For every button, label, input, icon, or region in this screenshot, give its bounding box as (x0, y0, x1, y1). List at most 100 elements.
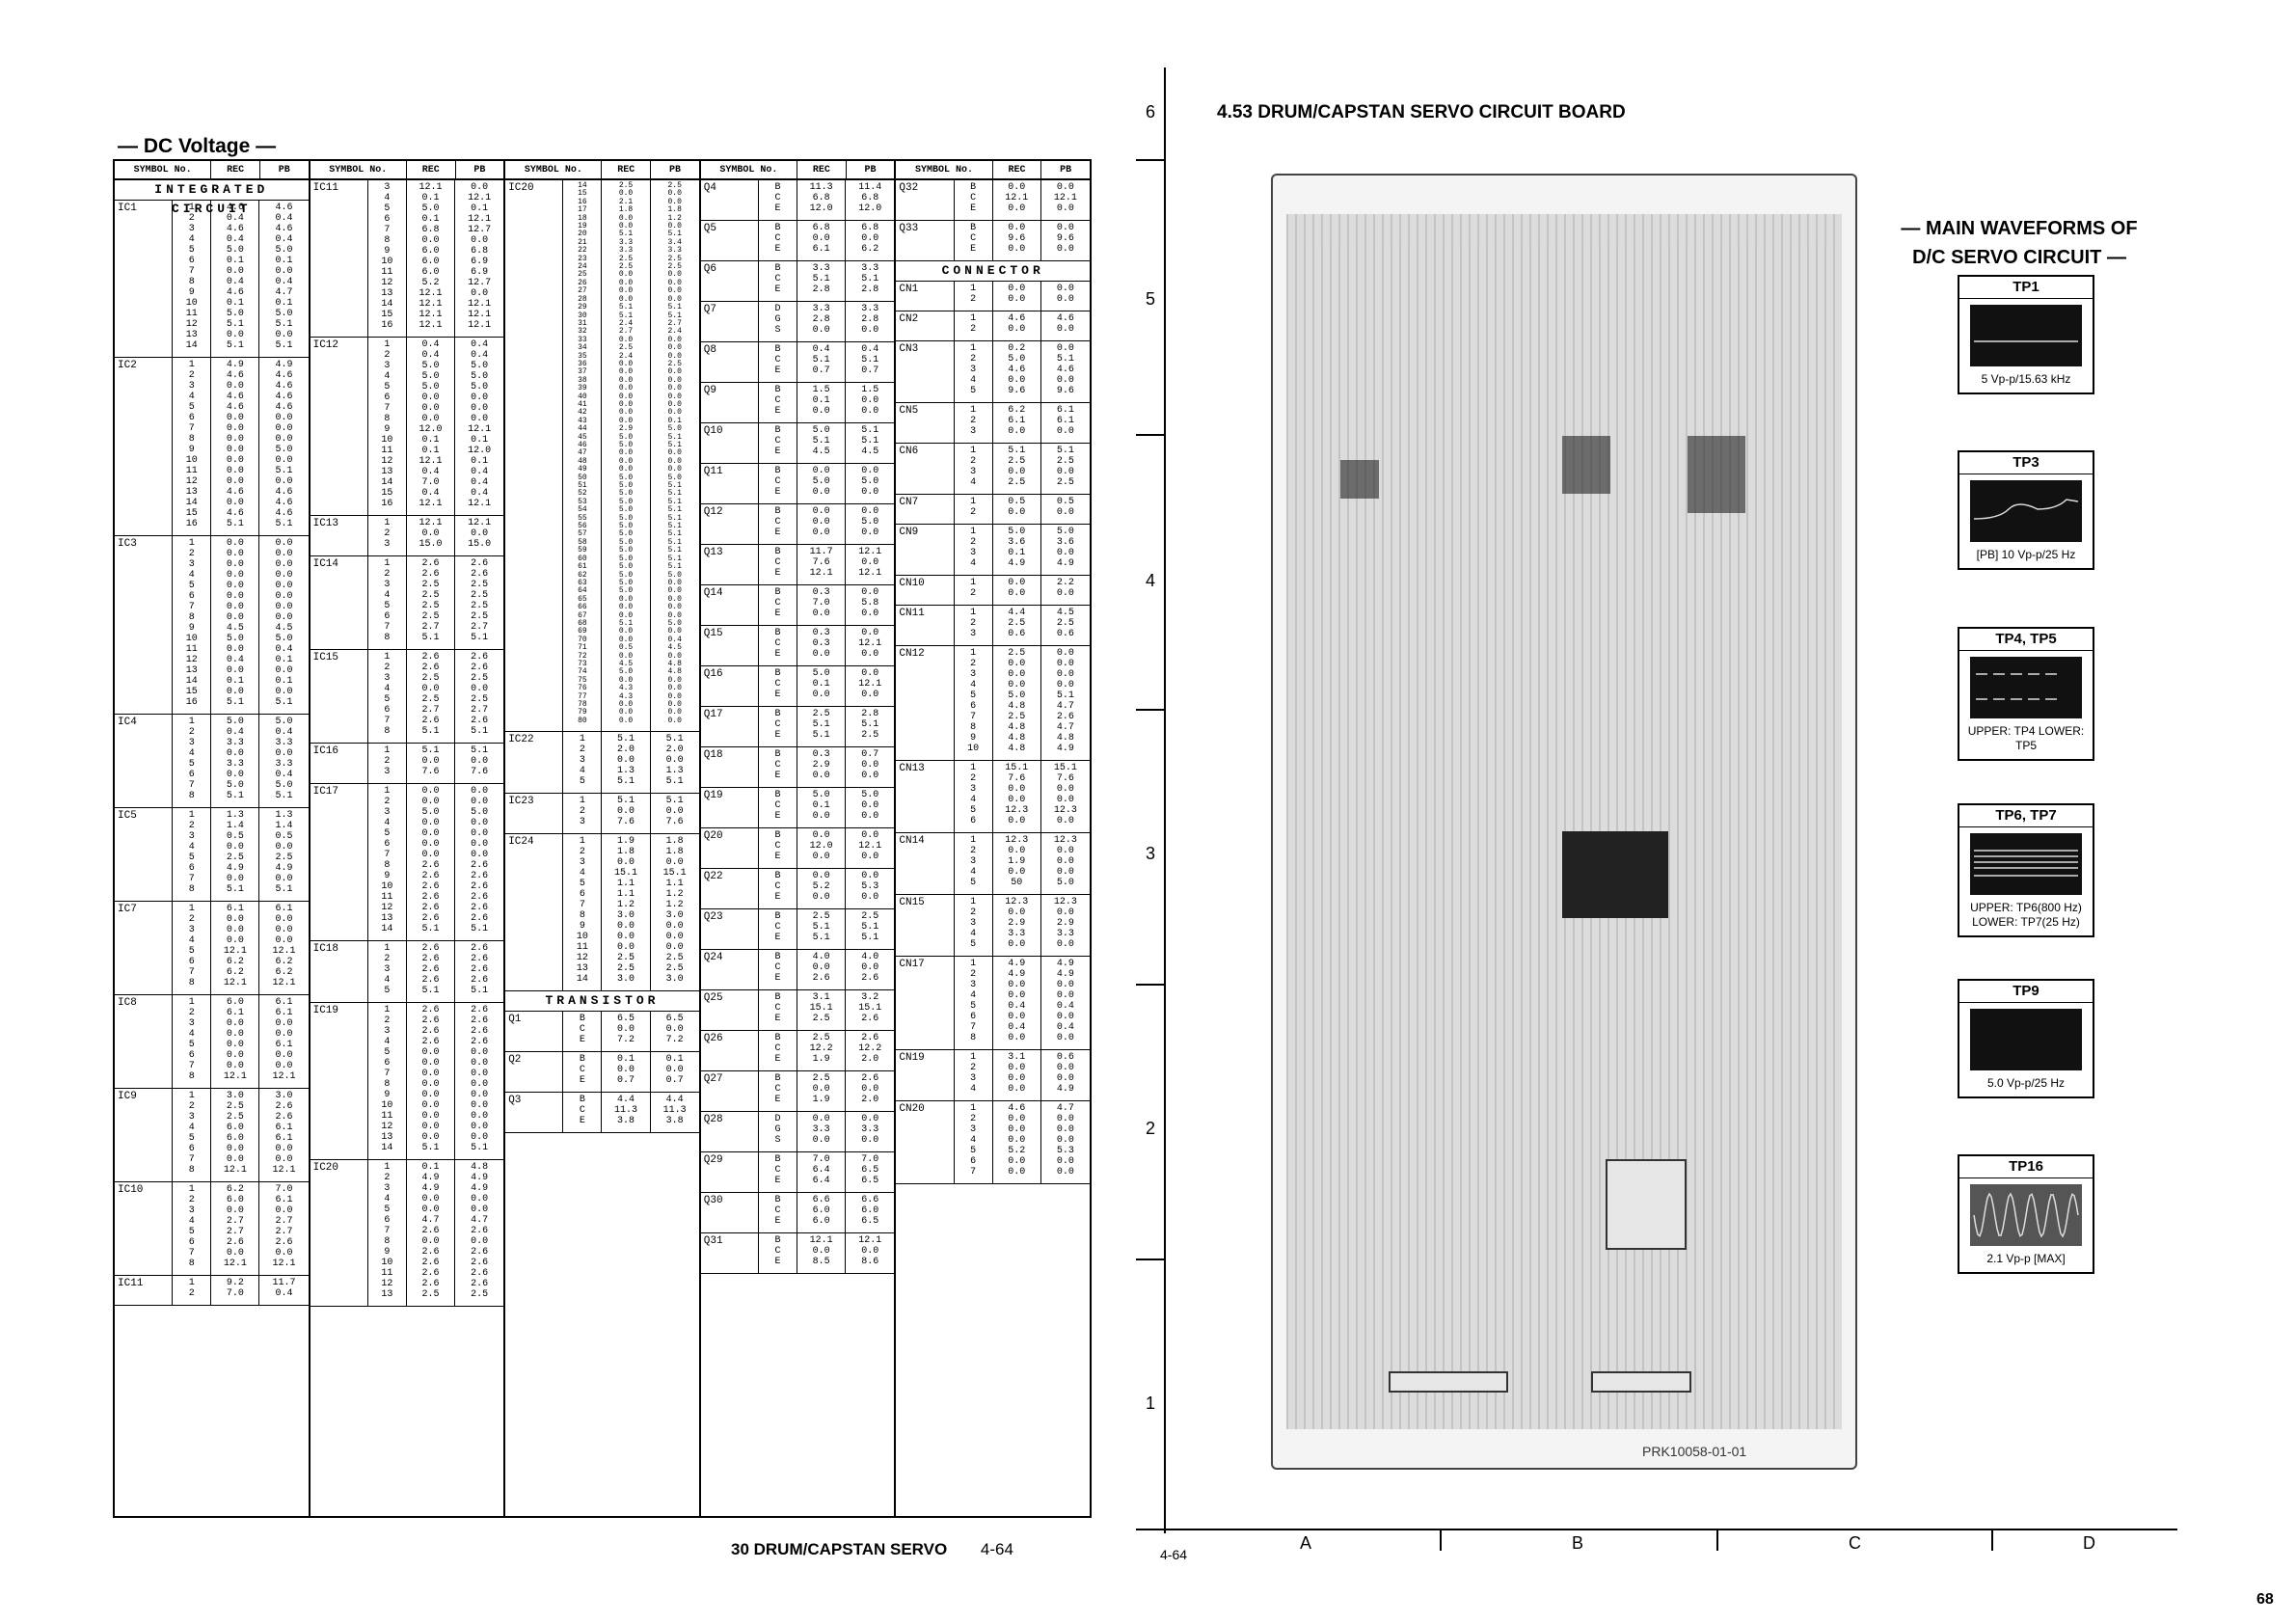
cell-pins: 4 (188, 570, 195, 581)
cell-pb: 4.9 (471, 1173, 489, 1183)
cell-pins: 8 (188, 1071, 195, 1082)
cell-rec: 6.0 (226, 997, 244, 1008)
cell-pins: 6 (384, 214, 391, 225)
cell-pb: 6.1 (275, 997, 293, 1008)
cell-pb: 0.4 (861, 344, 879, 355)
cell-pb: 6.5 (861, 1176, 879, 1186)
cell-pins: 9 (188, 623, 195, 634)
waveforms-title-line1: — MAIN WAVEFORMS OF (1901, 218, 2138, 239)
cell-rec: 0.0 (421, 850, 440, 860)
cell-rec: 9.6 (1008, 386, 1026, 396)
cell-pins: 2 (384, 797, 391, 807)
symbol-name: IC20 (311, 1160, 368, 1306)
cell-rec: 0.0 (1008, 1124, 1026, 1135)
cell-pins: C (774, 395, 781, 406)
cell-rec: 0.0 (421, 1058, 440, 1069)
cell-rec: 0.0 (1008, 816, 1026, 826)
cell-rec: 0.0 (421, 1090, 440, 1100)
cell-pb: 0.4 (1056, 1022, 1074, 1033)
cell-pins: 5 (188, 759, 195, 770)
cell-rec: 0.1 (421, 214, 440, 225)
cell-rec: 0.1 (812, 679, 830, 690)
symbol-name: CN2 (896, 311, 955, 340)
symbol-name: Q10 (701, 423, 759, 463)
cell-pb: 5.1 (667, 562, 682, 572)
cell-rec: 5.1 (618, 230, 634, 239)
cell-pb: 4.8 (471, 1162, 489, 1173)
cell-pins: 2 (384, 663, 391, 673)
cell-pb: 5.0 (667, 473, 682, 482)
cell-rec: 5.1 (812, 933, 830, 943)
cell-pb: 6.2 (275, 967, 293, 978)
cell-pb: 0.0 (1056, 1073, 1074, 1084)
cell-rec: 5.2 (812, 881, 830, 892)
cell-rec: 0.7 (617, 1074, 635, 1086)
cell-rec: 0.0 (226, 687, 244, 697)
cell-pb: 0.0 (1056, 324, 1074, 335)
cell-rec: 2.6 (226, 1237, 244, 1248)
cell-rec: 5.0 (618, 554, 634, 563)
cell-pins: 14 (185, 498, 198, 508)
cell-pb: 0.1 (275, 298, 293, 309)
cell-pins: 12 (381, 456, 393, 467)
waveform-label: TP6, TP7 (1959, 805, 2093, 827)
cell-rec: 0.0 (617, 1064, 635, 1075)
cell-pins: 33 (578, 335, 587, 344)
cell-pb: 5.1 (667, 497, 682, 506)
cell-pb: 5.1 (861, 922, 879, 933)
cell-rec: 2.5 (421, 611, 440, 622)
cell-rec: 7.6 (1008, 773, 1026, 784)
cell-pins: 12 (185, 319, 198, 330)
cell-pins: 75 (578, 675, 587, 685)
cell-rec: 0.0 (1008, 375, 1026, 386)
oscilloscope-screen (1970, 1009, 2082, 1070)
cell-pins: 3 (188, 381, 195, 392)
cell-pins: B (774, 709, 781, 719)
cell-pb: 0.0 (1056, 426, 1074, 437)
cell-pins: 1 (384, 1005, 391, 1015)
cell-rec: 0.1 (421, 446, 440, 456)
connector-block (1389, 1371, 1508, 1393)
cell-pins: 1 (970, 835, 977, 846)
cell-rec: 0.3 (812, 749, 830, 760)
cell-pins: 1 (970, 648, 977, 659)
cell-rec: 0.0 (421, 786, 440, 797)
cell-pb: 4.6 (1056, 313, 1074, 324)
cell-pins: 12 (381, 903, 393, 913)
cell-pins: 6 (188, 1050, 195, 1061)
cell-pins: 2 (188, 213, 195, 224)
cell-pb: 4.6 (275, 402, 293, 413)
cell-rec: 5.1 (421, 924, 440, 934)
cell-pins: 9 (188, 287, 195, 298)
cell-pb: 0.0 (471, 797, 489, 807)
cell-rec: 6.6 (812, 1195, 830, 1205)
cell-pb: 0.0 (471, 1090, 489, 1100)
header-pb: PB (278, 164, 290, 176)
cell-rec: 2.5 (618, 262, 634, 272)
cell-pins: E (774, 811, 781, 822)
cell-rec: 2.6 (421, 892, 440, 903)
symbol-name: Q17 (701, 707, 759, 746)
cell-pins: 10 (381, 435, 393, 446)
